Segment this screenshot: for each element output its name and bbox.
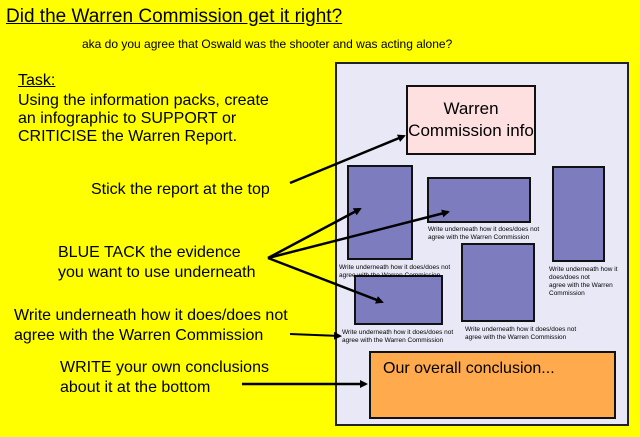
arrow-to-evidence-2 <box>267 209 450 260</box>
instruction-line: agree with the Warren Commission <box>14 327 264 344</box>
caption-line: agree with the Warren Commission <box>342 337 444 344</box>
task-heading: Task: <box>18 72 56 89</box>
arrow-to-evidence-1 <box>267 207 362 260</box>
caption-line: Write underneath how it does/does not <box>549 266 618 281</box>
caption-line: agree with the Warren Commission <box>465 334 567 341</box>
caption-line: agree with the Warren Commission <box>549 282 613 297</box>
evidence-box-4 <box>461 243 535 322</box>
evidence-caption: Write underneath how it does/does not ag… <box>465 326 576 342</box>
task-line: an infographic to SUPPORT or <box>18 110 237 127</box>
caption-line: agree with the Warren Commission <box>428 234 530 241</box>
caption-line: Write underneath how it does/does not <box>465 326 577 333</box>
caption-line: Write underneath how it does/does not <box>342 329 454 336</box>
task-line: Using the information packs, create <box>18 92 269 109</box>
warren-commission-info-box: Warren Commission info <box>406 85 536 155</box>
task-line: CRITICISE the Warren Report. <box>18 128 238 145</box>
evidence-box-1 <box>347 165 413 260</box>
page-title: Did the Warren Commission get it right? <box>6 6 343 27</box>
evidence-caption: Write underneath how it does/does not ag… <box>428 226 539 242</box>
arrow-to-evidence-5 <box>267 256 384 304</box>
evidence-caption: Write underneath how it does/does not ag… <box>339 264 450 280</box>
warren-box-line: Warren <box>443 99 499 118</box>
instruction-conclusions: WRITE your own conclusions about it at t… <box>60 358 269 398</box>
instruction-blue-tack: BLUE TACK the evidence you want to use u… <box>58 243 255 283</box>
instruction-line: BLUE TACK the evidence <box>58 244 241 261</box>
instruction-write-underneath: Write underneath how it does/does not ag… <box>14 306 288 346</box>
instruction-line: you want to use underneath <box>58 264 256 281</box>
arrow-to-caption <box>289 331 342 340</box>
caption-line: Write underneath how it does/does not <box>428 226 540 233</box>
arrow-to-warren-box <box>289 134 406 185</box>
instruction-line: WRITE your own conclusions <box>60 359 269 376</box>
evidence-box-3 <box>552 166 605 262</box>
warren-box-line: Commission info <box>408 121 534 140</box>
caption-line: agree with the Warren Commission <box>339 272 441 279</box>
task-body: Using the information packs, create an i… <box>18 92 318 146</box>
instruction-line: about it at the bottom <box>60 379 211 396</box>
overall-conclusion-box: Our overall conclusion... <box>369 351 616 419</box>
evidence-caption: Write underneath how it does/does not ag… <box>549 266 625 298</box>
instruction-stick-report: Stick the report at the top <box>91 181 270 198</box>
caption-line: Write underneath how it does/does not <box>339 264 451 271</box>
evidence-box-5 <box>354 275 443 325</box>
evidence-caption: Write underneath how it does/does not ag… <box>342 329 453 345</box>
page-subtitle: aka do you agree that Oswald was the sho… <box>82 37 453 51</box>
instruction-line: Write underneath how it does/does not <box>14 307 288 324</box>
